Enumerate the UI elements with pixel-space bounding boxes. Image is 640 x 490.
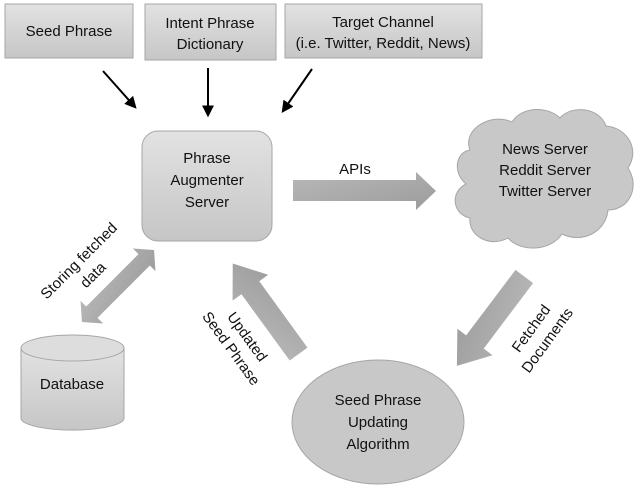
intent-dictionary-label-line2: Dictionary: [177, 36, 244, 53]
cloud-label-twitter: Twitter Server: [499, 183, 592, 200]
augmenter-label-line2: Augmenter: [170, 172, 243, 189]
algorithm-label-line2: Updating: [348, 414, 408, 431]
apis-label: APIs: [339, 161, 371, 178]
augmenter-label-line3: Server: [185, 194, 229, 211]
fetched-documents-arrow: Fetched Documents: [456, 269, 577, 376]
updated-seed-arrow: Updated Seed Phrase: [198, 263, 308, 389]
storing-data-arrow: Storing fetched data: [37, 219, 156, 324]
apis-arrow: APIs: [293, 161, 436, 210]
intent-dictionary-label-line1: Intent Phrase: [165, 15, 254, 32]
target-channel-box: Target Channel (i.e. Twitter, Reddit, Ne…: [284, 3, 483, 59]
seed-to-augmenter-arrow: [102, 70, 137, 109]
target-channel-label-line2: (i.e. Twitter, Reddit, News): [296, 35, 471, 52]
channel-to-augmenter-arrow: [281, 68, 313, 113]
servers-cloud: News Server Reddit Server Twitter Server: [454, 109, 634, 249]
cloud-label-news: News Server: [502, 141, 588, 158]
phrase-augmenter-server: Phrase Augmenter Server: [141, 130, 273, 242]
seed-phrase-box: Seed Phrase: [4, 3, 134, 59]
cloud-label-reddit: Reddit Server: [499, 162, 591, 179]
algorithm-label-line1: Seed Phrase: [335, 392, 422, 409]
seed-phrase-label: Seed Phrase: [26, 23, 113, 40]
seed-updating-algorithm: Seed Phrase Updating Algorithm: [291, 359, 465, 485]
algorithm-label-line3: Algorithm: [346, 436, 409, 453]
intent-dictionary-box: Intent Phrase Dictionary: [144, 3, 277, 61]
database-label: Database: [40, 376, 104, 393]
augmenter-label-line1: Phrase: [183, 150, 231, 167]
database-cylinder: Database: [20, 334, 125, 431]
target-channel-label-line1: Target Channel: [332, 14, 434, 31]
